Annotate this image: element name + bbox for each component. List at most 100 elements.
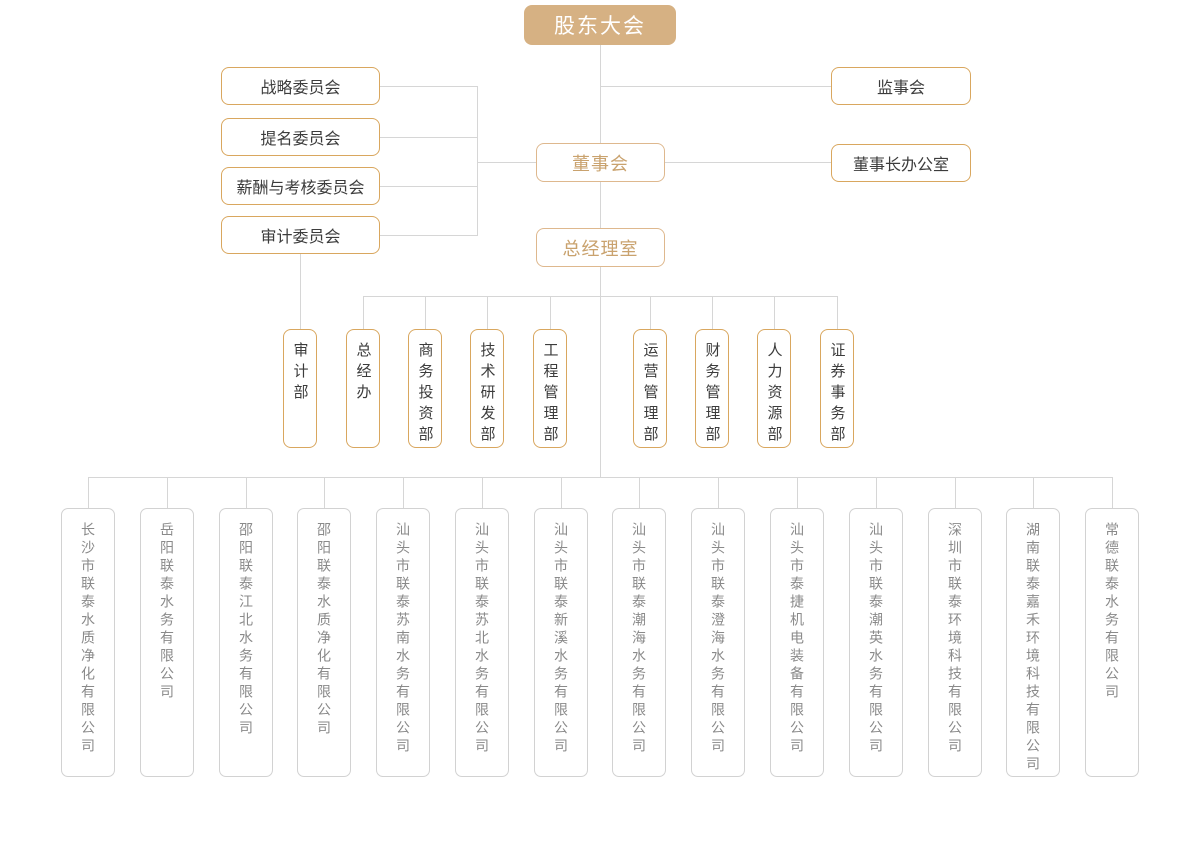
node-label: 常德联泰水务有限公司 [1104, 522, 1120, 702]
node-company: 深圳市联泰环境科技有限公司 [928, 508, 982, 777]
node-label: 汕头市联泰新溪水务有限公司 [553, 522, 569, 756]
node-label: 财务管理部 [703, 342, 721, 447]
node-dept-securities: 证券事务部 [820, 329, 854, 448]
connector-line [1033, 477, 1034, 508]
node-label: 提名委员会 [260, 131, 341, 148]
node-company: 岳阳联泰水务有限公司 [140, 508, 194, 777]
connector-line [639, 477, 640, 508]
node-board-of-directors: 董事会 [536, 143, 665, 182]
node-committee-strategy: 战略委员会 [221, 67, 380, 105]
node-label: 汕头市联泰潮英水务有限公司 [868, 522, 884, 756]
node-label: 总经办 [354, 342, 372, 405]
connector-line [477, 86, 478, 236]
connector-line [380, 235, 477, 236]
connector-line [324, 477, 325, 508]
connector-line [774, 296, 775, 329]
node-label: 董事长办公室 [852, 157, 949, 174]
node-company: 邵阳联泰江北水务有限公司 [219, 508, 273, 777]
node-label: 汕头市联泰苏北水务有限公司 [474, 522, 490, 756]
node-company: 汕头市联泰澄海水务有限公司 [691, 508, 745, 777]
connector-line [88, 477, 89, 508]
node-committee-nomination: 提名委员会 [221, 118, 380, 156]
connector-line [88, 477, 1112, 478]
node-label: 长沙市联泰水质净化有限公司 [80, 522, 96, 756]
node-label: 董事会 [572, 153, 629, 174]
node-label: 技术研发部 [478, 342, 496, 447]
node-label: 战略委员会 [260, 80, 341, 97]
connector-line [1112, 477, 1113, 508]
node-dept-tech-rd: 技术研发部 [470, 329, 504, 448]
node-label: 商务投资部 [416, 342, 434, 447]
connector-line [955, 477, 956, 508]
node-dept-gm-admin: 总经办 [346, 329, 380, 448]
node-label: 薪酬与考核委员会 [236, 180, 365, 197]
node-company: 汕头市联泰苏南水务有限公司 [376, 508, 430, 777]
node-label: 岳阳联泰水务有限公司 [159, 522, 175, 702]
node-chairman-office: 董事长办公室 [831, 144, 971, 182]
connector-line [600, 45, 601, 143]
node-dept-hr: 人力资源部 [757, 329, 791, 448]
connector-line [837, 296, 838, 329]
connector-line [797, 477, 798, 508]
connector-line [363, 296, 837, 297]
node-company: 汕头市联泰潮海水务有限公司 [612, 508, 666, 777]
node-label: 审计部 [291, 342, 309, 405]
connector-line [425, 296, 426, 329]
node-label: 工程管理部 [541, 342, 559, 447]
connector-line [363, 296, 364, 329]
node-company: 汕头市联泰潮英水务有限公司 [849, 508, 903, 777]
node-label: 深圳市联泰环境科技有限公司 [947, 522, 963, 756]
node-dept-finance: 财务管理部 [695, 329, 729, 448]
node-label: 邵阳联泰水质净化有限公司 [316, 522, 332, 738]
connector-line [487, 296, 488, 329]
connector-line [246, 477, 247, 508]
node-committee-audit: 审计委员会 [221, 216, 380, 254]
connector-line [300, 254, 301, 329]
connector-line [718, 477, 719, 508]
connector-line [561, 477, 562, 508]
connector-line [665, 162, 831, 163]
connector-line [380, 186, 477, 187]
node-label: 湖南联泰嘉禾环境科技有限公司 [1025, 522, 1041, 774]
node-company: 邵阳联泰水质净化有限公司 [297, 508, 351, 777]
node-company: 汕头市联泰苏北水务有限公司 [455, 508, 509, 777]
connector-line [600, 267, 601, 477]
node-dept-operations: 运营管理部 [633, 329, 667, 448]
connector-line [482, 477, 483, 508]
connector-line [712, 296, 713, 329]
connector-line [380, 86, 477, 87]
node-label: 汕头市联泰澄海水务有限公司 [710, 522, 726, 756]
node-label: 汕头市泰捷机电装备有限公司 [789, 522, 805, 756]
node-label: 监事会 [876, 80, 925, 97]
node-dept-engineering: 工程管理部 [533, 329, 567, 448]
node-company: 汕头市联泰新溪水务有限公司 [534, 508, 588, 777]
node-label: 人力资源部 [765, 342, 783, 447]
node-label: 证券事务部 [828, 342, 846, 447]
connector-line [550, 296, 551, 329]
node-company: 汕头市泰捷机电装备有限公司 [770, 508, 824, 777]
node-dept-audit: 审计部 [283, 329, 317, 448]
node-gm-office: 总经理室 [536, 228, 665, 267]
node-label: 邵阳联泰江北水务有限公司 [238, 522, 254, 738]
connector-line [403, 477, 404, 508]
node-supervisory-board: 监事会 [831, 67, 971, 105]
connector-line [650, 296, 651, 329]
connector-line [876, 477, 877, 508]
node-label: 股东大会 [554, 15, 646, 38]
node-committee-remuneration: 薪酬与考核委员会 [221, 167, 380, 205]
connector-line [167, 477, 168, 508]
node-label: 汕头市联泰苏南水务有限公司 [395, 522, 411, 756]
node-label: 汕头市联泰潮海水务有限公司 [631, 522, 647, 756]
node-dept-business-investment: 商务投资部 [408, 329, 442, 448]
node-label: 总经理室 [562, 238, 639, 259]
node-company: 湖南联泰嘉禾环境科技有限公司 [1006, 508, 1060, 777]
node-shareholders-meeting: 股东大会 [524, 5, 676, 45]
connector-line [600, 182, 601, 228]
node-label: 运营管理部 [641, 342, 659, 447]
connector-line [477, 162, 536, 163]
connector-line [380, 137, 477, 138]
node-company: 长沙市联泰水质净化有限公司 [61, 508, 115, 777]
node-company: 常德联泰水务有限公司 [1085, 508, 1139, 777]
node-label: 审计委员会 [260, 229, 341, 246]
